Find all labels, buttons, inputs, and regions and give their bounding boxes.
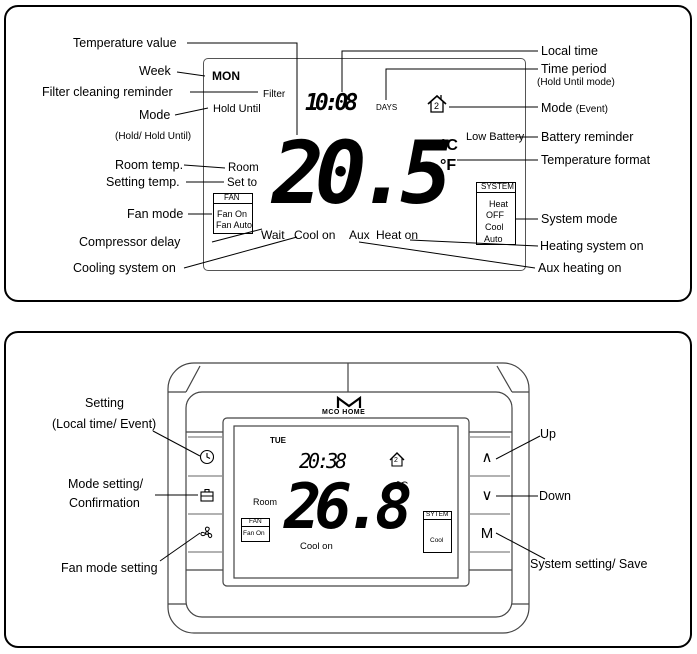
annot-up: Up [540,427,556,441]
lcd2-event-number: 2 [394,457,398,464]
annot-mode-event-sub: (Event) [575,104,608,115]
lcd2-unit-c: °C [396,480,409,492]
setting-button[interactable] [192,442,222,472]
annot-mode-event: Mode (Event) [541,101,608,115]
lcd-system-title-box [476,182,516,193]
annot-room-temp: Room temp. [115,158,184,172]
m-button[interactable]: M [480,524,494,542]
bottom-diagram-panel [4,331,692,648]
down-button[interactable]: ∨ [481,487,493,504]
lcd2-time: 20:38 [299,449,347,473]
lcd2-week: TUE [270,436,286,445]
annot-temperature-format: Temperature format [541,153,651,167]
lcd-event-house-icon: 2 [427,93,447,118]
annot-system-setting-save: System setting/ Save [530,557,648,571]
lcd2-system-title: SYTEM [426,511,449,518]
annot-down: Down [539,489,571,503]
annot-local-time: Local time [541,44,598,58]
lcd-system-heat: Heat [489,199,509,209]
annot-filter-cleaning: Filter cleaning reminder [42,85,173,99]
top-diagram-panel [4,5,692,302]
lcd-heat-on: Heat on [376,228,419,242]
annot-mode-event-label: Mode [541,101,573,115]
annot-setting-sub: (Local time/ Event) [52,417,157,431]
lcd-temperature: 20.5 [272,124,452,224]
lcd-filter: Filter [263,89,286,100]
lcd-hold-until: Hold Until [213,103,261,115]
top-lcd-screen [203,58,526,271]
lcd-fan-auto: Fan Auto [216,220,253,230]
up-button[interactable]: ∧ [481,449,493,466]
fan-icon [200,526,213,539]
lcd-unit-f: °F [440,157,457,174]
annot-compressor-delay: Compressor delay [79,235,181,249]
lcd2-fan-title: FAN [249,518,262,525]
annot-fan-mode: Fan mode [127,207,184,221]
annot-cooling-system-on: Cooling system on [73,261,176,275]
mode-setting-button[interactable] [192,480,222,510]
lcd-low-battery: Low Battery [466,131,525,143]
annot-mode-setting-2: Confirmation [69,496,140,510]
lcd-aux: Aux [349,228,370,242]
annot-time-period-sub: (Hold Until mode) [537,77,615,88]
lcd-wait: Wait [261,228,285,242]
lcd2-fan-on: Fan On [243,530,265,537]
lcd-system-title: SYSTEM [481,182,514,191]
briefcase-icon [200,488,214,502]
lcd2-room: Room [253,497,278,507]
lcd-cool-on: Cool on [294,228,336,242]
annot-heating-system-on: Heating system on [540,239,644,253]
lcd-system-auto: Auto [484,234,503,244]
annot-mode: Mode [139,108,171,122]
fan-mode-button[interactable] [192,518,222,548]
annot-temperature-value: Temperature value [73,36,177,50]
lcd-unit-c: °C [440,137,458,154]
lcd2-fan-title-box [241,518,270,527]
mco-home-logo-icon [336,395,362,414]
annot-mode-setting-1: Mode setting/ [68,477,144,491]
lcd-system-cool: Cool [485,222,504,232]
lcd-system-off: OFF [486,210,504,220]
lcd2-system-title-box [423,511,452,520]
annot-setting: Setting [85,396,124,410]
annot-aux-heating-on: Aux heating on [538,261,622,275]
annot-setting-temp: Setting temp. [106,175,180,189]
lcd-time: 10:08 [305,90,358,116]
clock-icon [199,449,215,465]
lcd2-temperature: 26.8 [284,470,412,543]
lcd-set-to: Set to [227,177,258,189]
lcd-fan-title-box [213,193,253,204]
annot-battery-reminder: Battery reminder [541,130,634,144]
lcd-days: DAYS [376,103,398,112]
lcd-week: MON [212,69,240,83]
lcd-room: Room [228,162,259,174]
annot-week: Week [139,64,171,78]
annot-fan-mode-setting: Fan mode setting [61,561,158,575]
annot-time-period: Time period [541,62,607,76]
brand-label: MCO HOME [322,409,366,416]
lcd-fan-on: Fan On [217,209,248,219]
lcd2-event-house-icon: 2 [389,451,405,472]
lcd2-system-cool: Cool [430,537,444,544]
lcd-event-number: 2 [434,101,440,111]
annot-mode-sub: (Hold/ Hold Until) [115,131,192,142]
annot-system-mode: System mode [541,212,618,226]
lcd-fan-title: FAN [224,193,240,202]
lcd2-cool-on: Cool on [300,541,333,552]
